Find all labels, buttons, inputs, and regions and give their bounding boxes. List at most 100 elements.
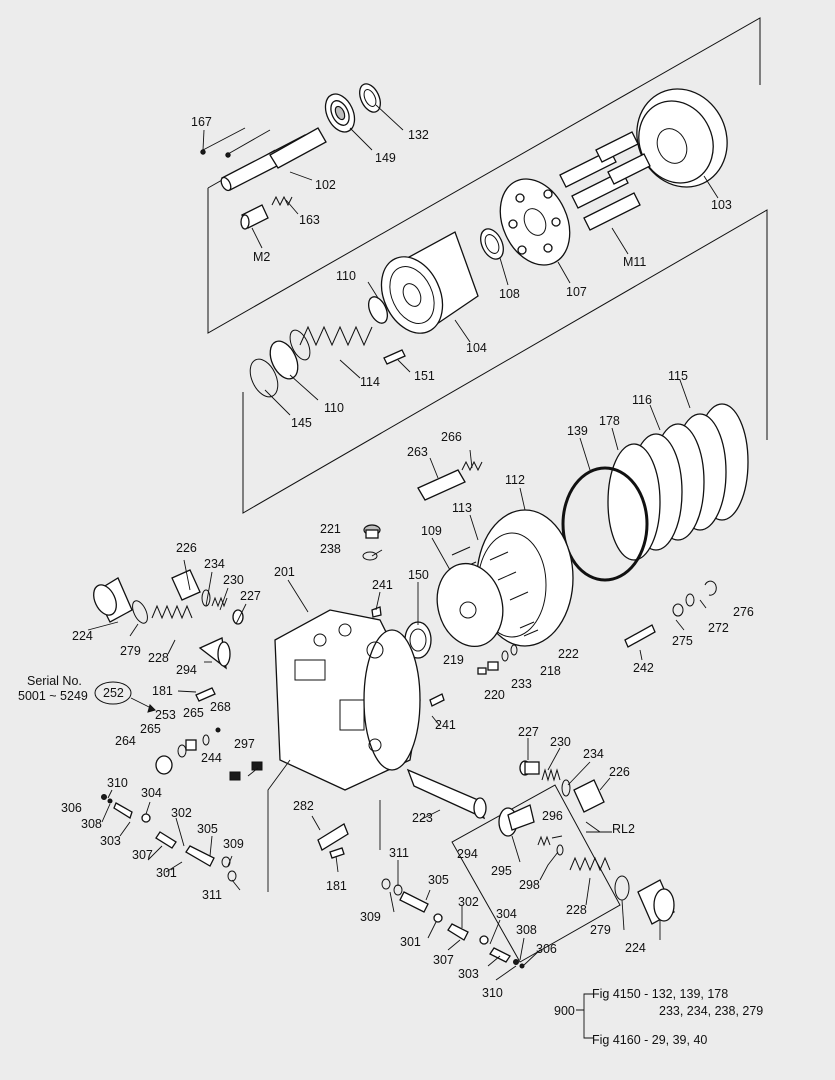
o-ring-238 bbox=[362, 551, 378, 561]
pin-181-lower bbox=[329, 847, 345, 859]
part-label-p139: 139 bbox=[567, 424, 588, 438]
spool-263 bbox=[417, 469, 466, 501]
part-label-p145: 145 bbox=[291, 416, 312, 430]
o-ring-234-right bbox=[561, 779, 571, 797]
part-label-p305a: 305 bbox=[197, 822, 218, 836]
part-label-p302a: 302 bbox=[171, 806, 192, 820]
part-label-p181a: 181 bbox=[152, 684, 173, 698]
part-label-p227a: 227 bbox=[240, 589, 261, 603]
plug-244 bbox=[229, 771, 241, 781]
part-label-p230b: 230 bbox=[550, 735, 571, 749]
arrow-head bbox=[147, 704, 156, 713]
plate-109 bbox=[436, 562, 504, 648]
small-parts-218-233-220-219-222 bbox=[477, 621, 539, 675]
part-label-p272: 272 bbox=[708, 621, 729, 635]
part-label-p178: 178 bbox=[599, 414, 620, 428]
bolt-282 bbox=[317, 823, 349, 851]
leader-lines bbox=[87, 104, 719, 981]
part-label-pRL2: RL2 bbox=[612, 822, 635, 836]
pin-241-lower bbox=[429, 693, 445, 707]
part-label-p226a: 226 bbox=[176, 541, 197, 555]
small-valve-chain-bottom bbox=[381, 878, 525, 969]
part-label-p219: 219 bbox=[443, 653, 464, 667]
part-label-p181b: 181 bbox=[326, 879, 347, 893]
part-label-p103: 103 bbox=[711, 198, 732, 212]
plug-224-left bbox=[93, 577, 133, 623]
valve-body-201 bbox=[274, 609, 421, 791]
part-label-p116: 116 bbox=[632, 393, 652, 407]
plug-227-right bbox=[519, 760, 540, 776]
part-label-p242: 242 bbox=[633, 661, 654, 675]
part-label-p115: 115 bbox=[668, 369, 688, 383]
part-label-p282: 282 bbox=[293, 799, 314, 813]
piston-103 bbox=[636, 88, 728, 188]
part-label-p310a: 310 bbox=[107, 776, 128, 790]
spool-223 bbox=[406, 768, 487, 820]
part-label-p218: 218 bbox=[540, 664, 561, 678]
part-label-p238: 238 bbox=[320, 542, 341, 556]
part-label-p102: 102 bbox=[315, 178, 336, 192]
part-label-p308a: 308 bbox=[81, 817, 102, 831]
plug-227-left bbox=[232, 609, 244, 625]
part-label-p279b: 279 bbox=[590, 923, 611, 937]
part-label-p276: 276 bbox=[733, 605, 754, 619]
piston-M2 bbox=[240, 204, 269, 230]
plug-224-right bbox=[637, 879, 675, 925]
part-label-p307a: 307 bbox=[132, 848, 153, 862]
part-label-p112: 112 bbox=[505, 473, 525, 487]
part-label-p303a: 303 bbox=[100, 834, 121, 848]
part-label-p132: 132 bbox=[408, 128, 429, 142]
part-label-p149: 149 bbox=[375, 151, 396, 165]
pin-181-left bbox=[195, 687, 216, 702]
part-label-p309a: 309 bbox=[223, 837, 244, 851]
part-label-p110a: 110 bbox=[336, 269, 356, 283]
part-label-p150: 150 bbox=[408, 568, 429, 582]
part-label-p296: 296 bbox=[542, 809, 563, 823]
snap-ring-145 bbox=[249, 358, 279, 398]
pistons-M11 bbox=[559, 131, 651, 231]
part-label-p279a: 279 bbox=[120, 644, 141, 658]
check-parts-253-265-268 bbox=[177, 727, 221, 758]
spring-228-right bbox=[569, 856, 611, 872]
part-label-p306a: 306 bbox=[61, 801, 82, 815]
part-label-p307b: 307 bbox=[433, 953, 454, 967]
part-label-p233: 233 bbox=[511, 677, 532, 691]
shaft-102 bbox=[200, 127, 327, 192]
plug-221 bbox=[363, 524, 381, 539]
part-label-p263: 263 bbox=[407, 445, 428, 459]
part-label-p241a: 241 bbox=[372, 578, 393, 592]
part-label-p224a: 224 bbox=[72, 629, 93, 643]
part-label-p241b: 241 bbox=[435, 718, 456, 732]
part-label-p234a: 234 bbox=[204, 557, 225, 571]
valve-plate-107 bbox=[499, 178, 571, 266]
bearing-108 bbox=[480, 228, 504, 260]
kit-number-900: 900 bbox=[554, 1004, 575, 1018]
cap-226-right bbox=[573, 779, 605, 813]
part-label-p108: 108 bbox=[499, 287, 520, 301]
kit-fig4150-line2: 233, 234, 238, 279 bbox=[659, 1004, 763, 1018]
snap-ring-276 bbox=[704, 580, 717, 596]
plug-264 bbox=[155, 755, 173, 775]
part-label-p201: 201 bbox=[274, 565, 295, 579]
o-ring-139 bbox=[561, 466, 649, 582]
part-label-p302b: 302 bbox=[458, 895, 479, 909]
part-label-p227b: 227 bbox=[518, 725, 539, 739]
kit-fig4150-line1: Fig 4150 - 132, 139, 178 bbox=[592, 987, 728, 1001]
kit-bracket bbox=[576, 993, 594, 1039]
spring-230-left bbox=[211, 596, 228, 608]
part-label-p298: 298 bbox=[519, 878, 540, 892]
pin-241-upper bbox=[371, 606, 382, 618]
rl2-frame bbox=[451, 784, 621, 963]
part-label-p309b: 309 bbox=[360, 910, 381, 924]
part-label-p107: 107 bbox=[566, 285, 587, 299]
part-label-p228a: 228 bbox=[148, 651, 169, 665]
serial-note-line2: 5001 ~ 5249 bbox=[18, 689, 88, 703]
pin-151 bbox=[383, 349, 406, 365]
seal-132 bbox=[359, 83, 381, 113]
part-label-p244: 244 bbox=[201, 751, 222, 765]
part-label-p223: 223 bbox=[412, 811, 433, 825]
part-label-p301a: 301 bbox=[156, 866, 177, 880]
part-label-p109: 109 bbox=[421, 524, 442, 538]
part-label-p104: 104 bbox=[466, 341, 487, 355]
